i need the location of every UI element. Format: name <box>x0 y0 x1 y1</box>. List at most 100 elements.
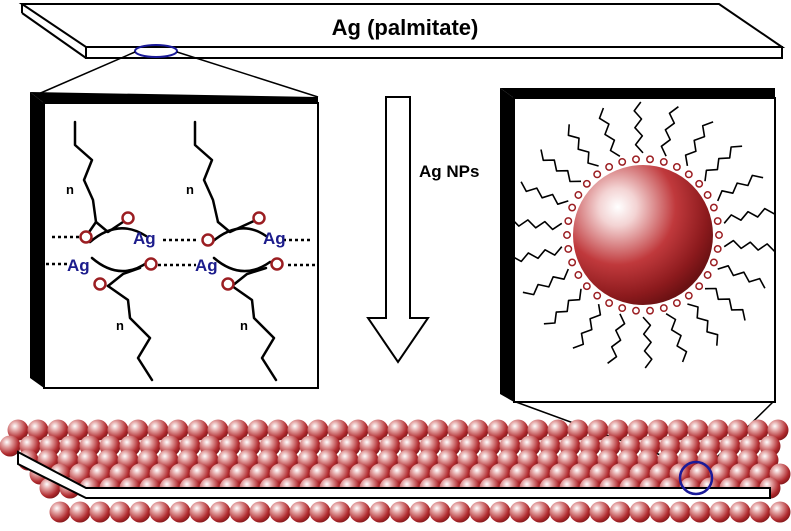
nanoparticle-sphere <box>327 419 349 441</box>
alkyl-chain <box>607 313 626 364</box>
oxygen-atom <box>605 299 614 307</box>
nanoparticle-sphere <box>209 501 231 523</box>
top-strip: Ag (palmitate) <box>18 3 786 59</box>
nanoparticle-sphere <box>647 419 669 441</box>
nanoparticle-sphere <box>349 501 371 523</box>
oxygen-atom <box>201 233 215 247</box>
nanoparticle-sphere <box>67 419 89 441</box>
nanoparticle-sphere <box>389 501 411 523</box>
nanoparticle-sphere <box>689 501 711 523</box>
nanoparticle-sphere <box>569 501 591 523</box>
alkyl-chain <box>543 288 582 325</box>
oxygen-atom <box>632 155 640 164</box>
nanoparticle-sphere <box>287 419 309 441</box>
nanoparticle-sphere <box>307 419 329 441</box>
oxygen-atom <box>252 211 266 225</box>
nanoparticle-sphere <box>227 419 249 441</box>
oxygen-atom <box>568 258 577 267</box>
nanoparticle-sphere <box>487 419 509 441</box>
alkyl-chain <box>717 264 766 289</box>
alkyl-chain-ligands <box>510 101 776 369</box>
ag-label-3: Ag <box>263 229 286 248</box>
alkyl-chain <box>723 239 776 253</box>
nanoparticle-sphere <box>567 419 589 441</box>
bottom-substrate <box>0 419 791 523</box>
nanoparticle-sphere <box>269 501 291 523</box>
nanoparticle-sphere <box>629 501 651 523</box>
nanoparticle-sphere <box>107 419 129 441</box>
nanoparticle-sphere <box>89 501 111 523</box>
nanoparticle-sphere <box>489 501 511 523</box>
oxygen-atom <box>659 157 668 166</box>
nanoparticle-sphere <box>207 419 229 441</box>
oxygen-atom <box>713 217 722 225</box>
zoom-line-right <box>176 51 319 98</box>
nanoparticle-sphere <box>547 419 569 441</box>
nanoparticle-sphere <box>109 501 131 523</box>
nanoparticle-sphere <box>549 501 571 523</box>
nanoparticle-sphere <box>189 501 211 523</box>
nanoparticle-sphere <box>127 419 149 441</box>
oxygen-atom <box>672 299 681 307</box>
nanoparticle-sphere <box>267 419 289 441</box>
nanoparticle-sphere <box>309 501 331 523</box>
nanoparticle-sphere <box>249 501 271 523</box>
repeat-n-4: n <box>240 318 248 333</box>
highlight-ring-bottom <box>678 460 714 496</box>
nanoparticle-sphere <box>7 419 29 441</box>
oxygen-atom <box>715 231 723 239</box>
nanoparticle-sphere <box>509 501 531 523</box>
nanoparticle-sphere <box>709 501 731 523</box>
nanoparticle-sphere <box>447 419 469 441</box>
nanoparticle-sphere <box>129 501 151 523</box>
ag-label-1: Ag <box>133 229 156 248</box>
oxygen-atom <box>564 245 573 253</box>
nanoparticle-sphere <box>369 501 391 523</box>
oxygen-atom <box>659 304 668 313</box>
nanoparticle-sphere <box>587 419 609 441</box>
nanoparticle-sphere <box>167 419 189 441</box>
nanoparticle-sphere <box>669 501 691 523</box>
oxygen-atom <box>632 306 640 315</box>
nanoparticle-sphere <box>707 419 729 441</box>
alkyl-chain <box>572 303 602 349</box>
oxygen-atom <box>646 306 654 315</box>
oxygen-atom <box>121 211 135 225</box>
nanoparticle-sphere <box>607 419 629 441</box>
nanoparticle-sphere <box>289 501 311 523</box>
oxygen-atom <box>582 179 591 188</box>
oxygen-atom <box>221 277 235 291</box>
arrow-label: Ag NPs <box>419 162 479 181</box>
nanoparticle-sphere <box>87 419 109 441</box>
nanoparticle-sphere <box>367 419 389 441</box>
nanoparticle-sphere <box>69 501 91 523</box>
alkyl-chain <box>567 124 599 167</box>
nanoparticle-sphere <box>0 435 21 457</box>
downward-arrow: Ag NPs <box>366 96 479 364</box>
oxygen-atom <box>563 231 571 239</box>
nanoparticle-sphere <box>47 419 69 441</box>
oxygen-atom <box>618 157 627 166</box>
nanoparticle-sphere <box>409 501 431 523</box>
nanoparticle-sphere <box>769 501 791 523</box>
alkyl-chain <box>704 287 746 321</box>
alkyl-chain <box>723 207 775 224</box>
nanoparticle-sphere <box>507 419 529 441</box>
nanoparticle-sphere <box>749 501 771 523</box>
nanoparticle-sphere <box>149 501 171 523</box>
left-panel: n n n n Ag Ag Ag Ag <box>30 92 319 389</box>
oxygen-atom <box>695 282 704 291</box>
nanoparticle-sphere <box>529 501 551 523</box>
nanoparticle-sphere <box>147 419 169 441</box>
oxygen-atom <box>605 163 614 171</box>
alkyl-chain <box>540 149 582 183</box>
highlight-ellipse-top <box>134 44 178 58</box>
alkyl-chain <box>716 174 764 202</box>
nanoparticle-sphere <box>329 501 351 523</box>
nanoparticle-sphere <box>767 419 789 441</box>
nanoparticle-sphere <box>49 501 71 523</box>
nanoparticle-sphere <box>169 501 191 523</box>
oxygen-atom <box>593 291 602 300</box>
nanoparticle-sphere <box>467 419 489 441</box>
